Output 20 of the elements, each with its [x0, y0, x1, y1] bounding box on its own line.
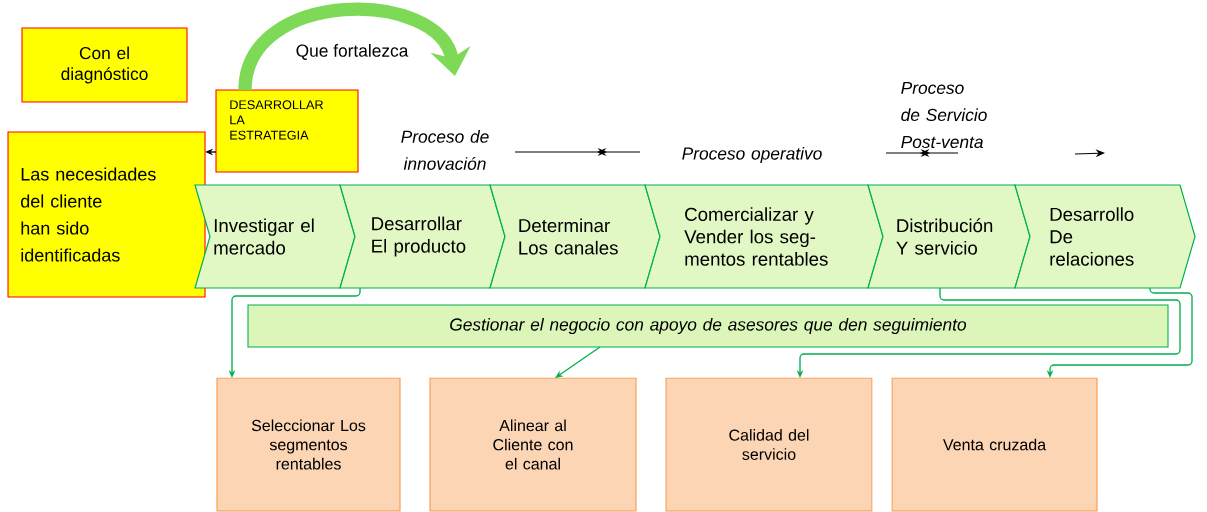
curved-arrow [238, 2, 471, 92]
note-box: DESARROLLAR LA ESTRATEGIA [215, 89, 359, 173]
banner-bar: Gestionar el negocio con apoyo de asesores que den seguimiento [247, 304, 1169, 348]
phase-label: Proceso de Servicio Post-venta [901, 81, 987, 149]
chevron-step: Desarrollo De relaciones [1014, 184, 1196, 289]
arrow [555, 346, 601, 378]
edge-label: Que fortalezca [294, 42, 410, 62]
process-box: Alinear al Cliente con el canal [429, 377, 637, 512]
chevron-step: Comercializar y Vender los seg- mentos rentables [644, 184, 884, 289]
chevron-step: Distribución Y servicio [867, 184, 1031, 289]
process-box: Seleccionar Los segmentos rentables [216, 377, 401, 512]
note-box: Con el diagnóstico [21, 27, 188, 103]
process-box: Calidad del servicio [665, 377, 873, 512]
chevron-step: Investigar el mercado [194, 184, 356, 289]
phase-label: Proceso de innovación [401, 130, 489, 170]
process-box: Venta cruzada [891, 377, 1098, 512]
chevron-step: Determinar Los canales [489, 184, 661, 289]
note-box: Las necesidades del cliente han sido identificadas [7, 131, 206, 298]
node-label: Desarrollo De relaciones [1050, 207, 1134, 266]
phase-label: Proceso operativo [682, 146, 822, 164]
